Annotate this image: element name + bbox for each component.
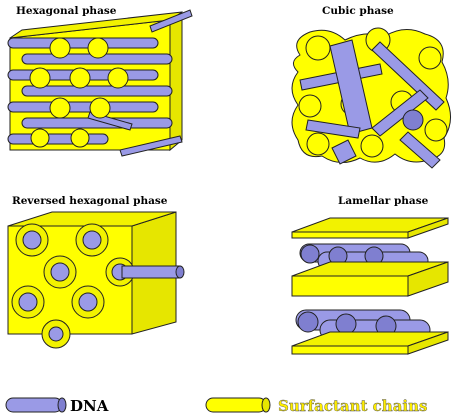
cubic-dna-rods (299, 39, 445, 169)
reversed-hexagonal-dna-rods (11, 223, 185, 349)
lamellar-phase-panel: Lamellar phase (291, 195, 449, 355)
lamellar-phase-illustration (291, 217, 449, 355)
hexagonal-phase-panel: Hexagonal phase (7, 5, 193, 157)
legend: DNA Surfactant chains (5, 397, 428, 415)
hexagonal-phase-illustration (7, 9, 193, 157)
legend-surfactant-swatch (205, 397, 271, 413)
reversed-hexagonal-phase-panel: Reversed hexagonal phase (7, 195, 185, 349)
hexagonal-rod-ends (29, 37, 129, 148)
cubic-phase-illustration (291, 27, 451, 169)
legend-dna-swatch (5, 397, 67, 413)
reversed-hexagonal-phase-illustration (7, 211, 185, 349)
cubic-phase-panel: Cubic phase (291, 5, 451, 169)
lamellar-phase-title: Lamellar phase (338, 195, 429, 207)
hexagonal-phase-title: Hexagonal phase (16, 5, 117, 17)
cubic-phase-title: Cubic phase (322, 5, 394, 17)
legend-surfactant-label: Surfactant chains (278, 397, 427, 415)
reversed-hexagonal-phase-title: Reversed hexagonal phase (12, 195, 168, 207)
lamellar-dna-layer-2 (295, 309, 431, 341)
legend-dna-label: DNA (70, 397, 109, 415)
